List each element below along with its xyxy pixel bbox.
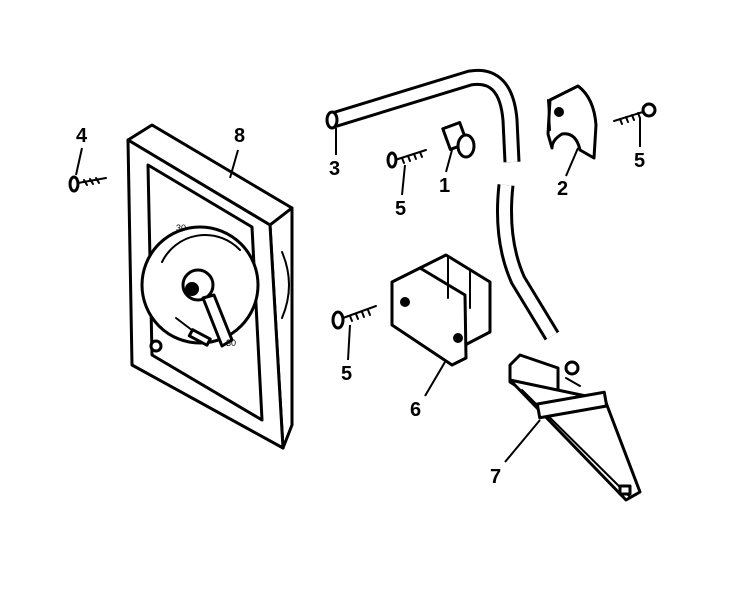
clip-1 [441,121,476,159]
callout-3: 3 [329,158,340,180]
leader-lines [75,118,641,463]
callout-8: 8 [234,125,245,147]
mounting-block-6 [390,253,492,367]
dial-mark-top: 30 [176,223,186,233]
tube-3 [325,68,560,341]
screw-4 [68,175,107,193]
callout-labels: 4 8 3 5 1 2 5 5 6 7 [76,125,645,488]
callout-5-top: 5 [395,198,406,220]
callout-4: 4 [76,125,88,147]
dial-mark-bottom: 30 [226,338,236,348]
callout-5-middle: 5 [341,363,352,385]
callout-1: 1 [439,175,450,197]
callout-7: 7 [490,466,501,488]
screw-5-middle [331,305,377,330]
screw-5-right [613,102,657,125]
callout-6: 6 [410,399,421,421]
switch-7 [508,353,642,502]
callout-2: 2 [557,178,568,200]
control-panel-frame: 30 30 [126,123,294,450]
screw-5-top [386,149,427,169]
callout-5-right: 5 [634,150,645,172]
bracket-2 [546,84,598,160]
